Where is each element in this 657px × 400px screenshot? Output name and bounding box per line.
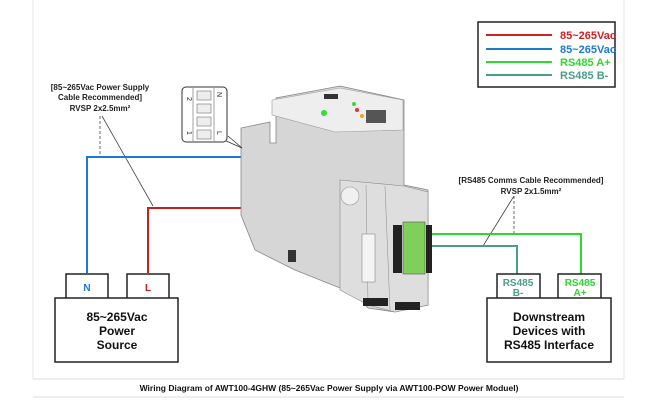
device-knob [340,186,360,206]
legend-label-a: RS485 A+ [560,57,611,69]
power-source-line1: 85~265Vac [86,310,147,324]
device-slot [324,94,338,99]
downstream-line1: Downstream [513,310,585,324]
rs485-cable-note: [RS485 Comms Cable Recommended] RVSP 2x1… [459,176,604,247]
terminal-n [65,273,109,300]
downstream-line2: Devices with [513,324,586,338]
ethernet-port [366,110,386,123]
terminal-label-strip-right [426,225,432,273]
diagram-caption: Wiring Diagram of AWT100-4GHW (85~265Vac… [140,383,519,393]
legend-label-live: 85~265Vac [560,30,616,42]
terminal-l-label: L [145,283,151,294]
power-source-box [54,297,179,363]
legend-label-b: RS485 B- [560,70,609,82]
power-source-line2: Power [99,324,135,338]
terminal-b-label2: B- [513,288,524,299]
neutral-wire [86,156,243,273]
power-note-line1: [85~265Vac Power Supply [51,83,150,92]
callout-pin-l: L [215,131,222,135]
power-source: N L 85~265Vac Power Source [54,273,179,363]
power-note-line2: Cable Recommended] [58,93,142,102]
downstream-devices: RS485 B- RS485 A+ Downstream Devices wit… [486,273,612,363]
rs485-terminal-block [402,221,426,275]
din-latch-right [395,302,420,310]
callout-pin-2: 2 [185,97,192,101]
power-note-line3: RVSP 2x2.5mm² [70,104,131,113]
legend-label-neutral: 85~265Vac [560,44,616,56]
callout-pin-1: 1 [185,131,192,135]
link-led [352,102,356,106]
rs485-note-line1: [RS485 Comms Cable Recommended] [459,176,604,185]
rs485-b-wire [425,245,518,274]
downstream-box [486,297,612,363]
rs485-note-line2: RVSP 2x1.5mm² [501,187,562,196]
comm-led [360,114,364,118]
terminal-callout: 2 1 N L [181,86,243,149]
terminal-a-label1: RS485 [565,278,596,289]
din-latch-left [363,298,388,306]
run-led [321,110,327,116]
power-source-line3: Source [97,338,138,352]
terminal-n-label: N [83,283,90,294]
terminal-b-label1: RS485 [503,278,534,289]
device-label-slot [361,233,376,283]
terminal-a-label2: A+ [573,288,586,299]
power-led [355,108,359,112]
terminal-a [557,273,602,300]
power-cable-note: [85~265Vac Power Supply Cable Recommende… [51,83,154,207]
terminal-label-strip [393,225,402,273]
downstream-line3: RS485 Interface [504,338,594,352]
callout-pin-n: N [215,92,222,97]
awt100-device [240,85,432,313]
live-wire [147,207,241,273]
rs485-a-wire [425,233,582,274]
din-clip [288,250,296,262]
legend: 85~265Vac 85~265Vac RS485 A+ RS485 B- [477,21,616,88]
